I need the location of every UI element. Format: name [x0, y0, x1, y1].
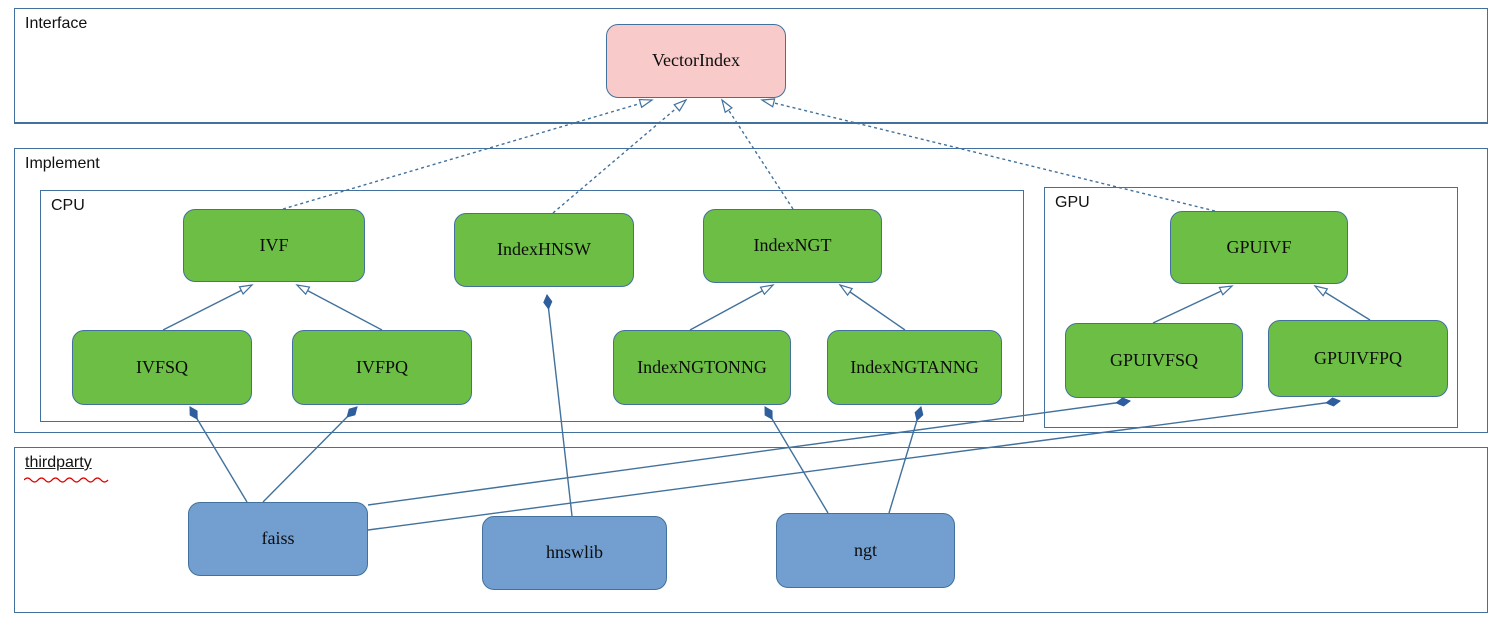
thirdparty-label: thirdparty — [25, 454, 92, 471]
node-gpuivf[interactable]: GPUIVF — [1170, 211, 1348, 284]
node-hnswlib[interactable]: hnswlib — [482, 516, 667, 590]
node-indexhnsw-label: IndexHNSW — [497, 239, 591, 260]
node-indexngt[interactable]: IndexNGT — [703, 209, 882, 283]
cpu-label: CPU — [51, 197, 85, 214]
node-gpuivfsq-label: GPUIVFSQ — [1109, 349, 1199, 370]
node-ivfpq[interactable]: IVFPQ — [292, 330, 472, 405]
node-vectorindex-label: VectorIndex — [652, 50, 740, 71]
implement-label: Implement — [25, 155, 100, 172]
node-ngt-label: ngt — [853, 539, 877, 560]
node-vectorindex[interactable]: VectorIndex — [606, 24, 786, 98]
node-indexngtonng-label: IndexNGTONNG — [637, 356, 767, 377]
node-hnswlib-label: hnswlib — [545, 542, 603, 563]
node-gpuivfpq-label: GPUIVFPQ — [1313, 347, 1403, 368]
node-indexngt-label: IndexNGT — [753, 235, 832, 256]
node-ivfpq-label: IVFPQ — [355, 356, 408, 377]
node-gpuivfsq[interactable]: GPUIVFSQ — [1065, 323, 1243, 398]
node-ivf-label: IVF — [259, 234, 289, 255]
spellcheck-squiggle-icon — [24, 477, 109, 483]
node-indexngtanng[interactable]: IndexNGTANNG — [827, 330, 1002, 405]
node-indexngtanng-label: IndexNGTANNG — [850, 356, 979, 377]
node-indexngtonng[interactable]: IndexNGTONNG — [613, 330, 791, 405]
node-ivf[interactable]: IVF — [183, 209, 365, 282]
node-ngt[interactable]: ngt — [776, 513, 955, 588]
node-ivfsq[interactable]: IVFSQ — [72, 330, 252, 405]
gpu-label: GPU — [1055, 194, 1090, 211]
interface-label: Interface — [25, 15, 88, 32]
node-indexhnsw[interactable]: IndexHNSW — [454, 213, 634, 287]
node-gpuivf-label: GPUIVF — [1226, 236, 1292, 257]
node-faiss[interactable]: faiss — [188, 502, 368, 576]
node-gpuivfpq[interactable]: GPUIVFPQ — [1268, 320, 1448, 397]
node-ivfsq-label: IVFSQ — [135, 356, 188, 377]
node-faiss-label: faiss — [261, 528, 295, 549]
